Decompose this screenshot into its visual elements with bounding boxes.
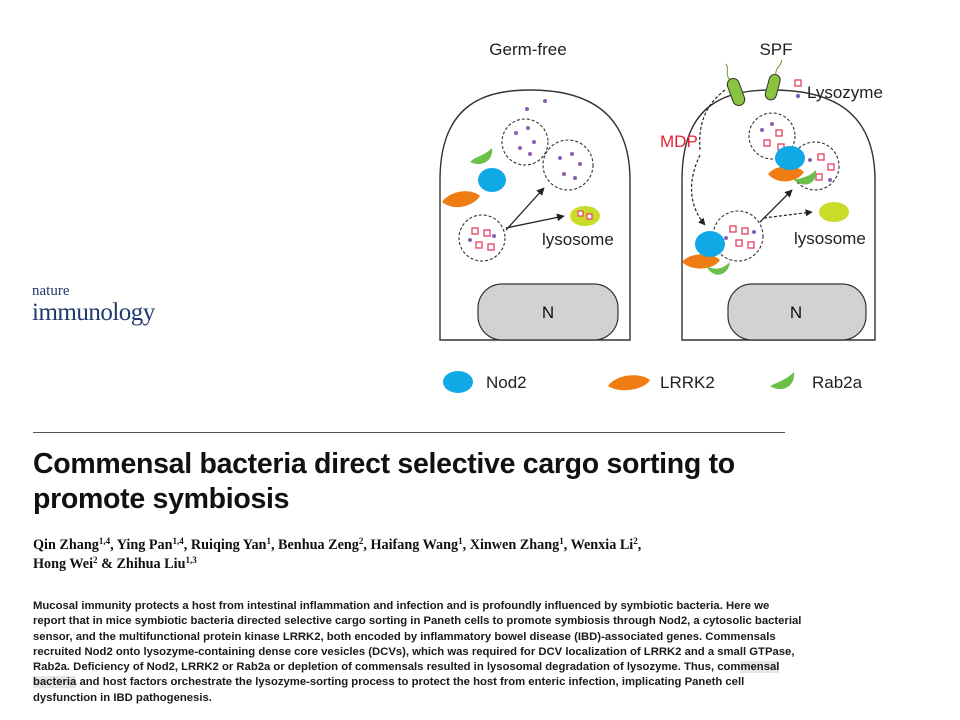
- nucleus-label-left: N: [542, 303, 554, 322]
- lysosome-right: [819, 202, 849, 222]
- commensal-bacterium: [764, 59, 783, 101]
- journal-logo-line2: immunology: [32, 299, 155, 326]
- author: Ying Pan1,4,: [116, 536, 191, 554]
- lrrk2-protein: [682, 254, 720, 269]
- author: Qin Zhang1,4,: [33, 536, 117, 554]
- commensal-bacterium: [725, 63, 746, 107]
- author: Benhua Zeng2,: [278, 536, 371, 554]
- legend-label-rab2a: Rab2a: [812, 373, 863, 392]
- nucleus-left: [477, 283, 619, 341]
- lrrk2-protein: [768, 166, 804, 182]
- legend-label-lrrk2: LRRK2: [660, 373, 715, 392]
- author: Haifang Wang1,: [370, 536, 470, 554]
- legend-swatch-nod2: [443, 371, 473, 393]
- abstract-text-end: and host factors orchestrate the lysozym…: [33, 676, 745, 704]
- journal-logo: nature immunology: [32, 283, 155, 326]
- graphical-abstract: Germ-free SPF N: [439, 40, 883, 393]
- legend-label-nod2: Nod2: [486, 373, 527, 392]
- dcv-vesicle: [458, 214, 506, 262]
- author-list: Qin Zhang1,4, Ying Pan1,4, Ruiqing Yan1,…: [33, 536, 793, 574]
- nod2-protein: [695, 231, 725, 257]
- lrrk2-protein: [442, 191, 480, 208]
- legend-swatch-lrrk2: [608, 375, 650, 391]
- nucleus-right: [727, 283, 867, 341]
- journal-logo-line1: nature: [32, 283, 70, 299]
- figure-legend: Nod2 LRRK2 Rab2a: [443, 371, 863, 393]
- lysosome-left: [570, 206, 600, 226]
- panel-title-spf: SPF: [759, 40, 792, 59]
- nucleus-label-right: N: [790, 303, 802, 322]
- rab2a-protein: [794, 170, 817, 185]
- rab2a-protein: [706, 262, 730, 275]
- rab2a-protein: [470, 148, 493, 165]
- abstract-text: Mucosal immunity protects a host from in…: [33, 600, 802, 674]
- author: Xinwen Zhang1,: [469, 536, 571, 554]
- dcv-vesicle: [542, 139, 594, 191]
- dcv-vesicle: [501, 118, 549, 166]
- article-title: Commensal bacteria direct selective carg…: [33, 448, 735, 515]
- author: Wenxia Li2,: [570, 536, 642, 554]
- mdp-label: MDP: [660, 132, 698, 151]
- spf-cell: N Lysozyme MDP: [660, 59, 883, 341]
- lysozyme-label: Lysozyme: [807, 83, 883, 102]
- author: Hong Wei2 &: [33, 555, 117, 573]
- author: Ruiqing Yan1,: [190, 536, 279, 554]
- nod2-protein: [775, 146, 805, 170]
- abstract: Mucosal immunity protects a host from in…: [33, 599, 803, 706]
- lysosome-label-left: lysosome: [542, 230, 614, 249]
- legend-swatch-rab2a: [770, 372, 795, 390]
- nod2-protein: [478, 168, 506, 192]
- lysosome-label-right: lysosome: [794, 229, 866, 248]
- author: Zhihua Liu1,3: [116, 555, 197, 573]
- panel-title-germ-free: Germ-free: [489, 40, 566, 59]
- germ-free-cell: N lysosome: [439, 89, 631, 341]
- title-divider: [33, 432, 785, 433]
